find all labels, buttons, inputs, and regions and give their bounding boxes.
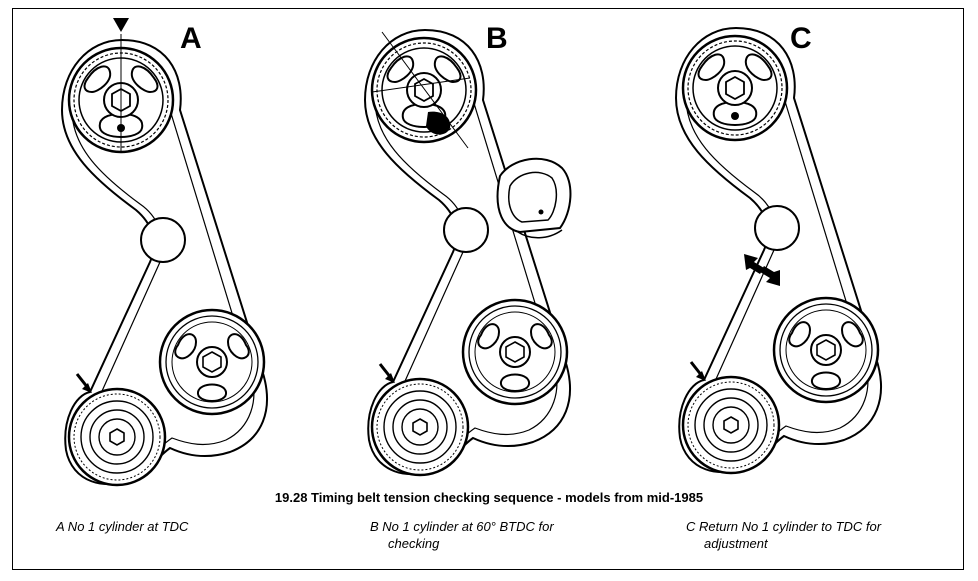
panel-c-caption-line2: adjustment (704, 536, 768, 551)
tension-gauge-icon (496, 157, 572, 239)
panel-b-letter: B (486, 22, 508, 55)
panel-c-caption-line1: C Return No 1 cylinder to TDC for (686, 519, 882, 534)
tdc-marker-icon (113, 18, 129, 32)
panel-b-diagram: B (363, 22, 572, 477)
figure-title: 19.28 Timing belt tension checking seque… (274, 490, 704, 505)
panel-a-diagram: A (60, 18, 269, 487)
panel-b-caption: B No 1 cylinder at 60° BTDC for checking (370, 518, 554, 552)
panel-c-diagram: C (674, 22, 883, 475)
panel-a-letter: A (180, 22, 202, 55)
panel-c-letter: C (790, 22, 812, 55)
figure-frame (12, 8, 964, 570)
panel-a-caption: A No 1 cylinder at TDC (56, 518, 188, 535)
panel-c-caption: C Return No 1 cylinder to TDC for adjust… (686, 518, 881, 552)
panel-a-caption-line1: A No 1 cylinder at TDC (56, 519, 189, 534)
panel-b-caption-line1: B No 1 cylinder at 60° BTDC for (370, 519, 554, 534)
panel-b-caption-line2: checking (388, 536, 440, 551)
adjust-arrow-icon (760, 266, 780, 286)
adjust-arrow-icon (744, 254, 764, 274)
